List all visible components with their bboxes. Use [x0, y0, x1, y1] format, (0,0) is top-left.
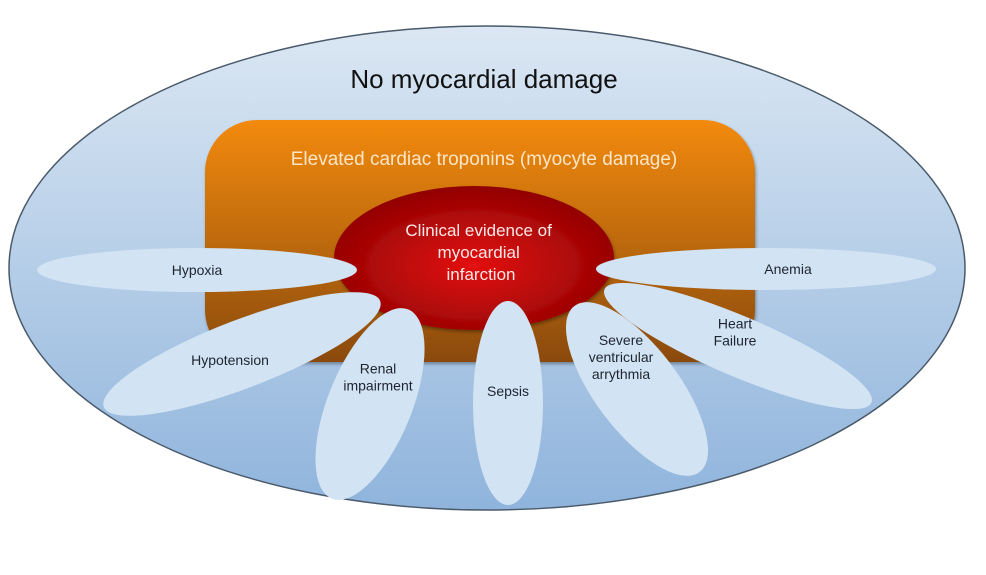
cause-label-line: Failure	[714, 333, 757, 349]
petal-heart-failure	[604, 282, 872, 410]
cause-label-line: Heart	[718, 316, 752, 332]
cause-anemia: Anemia	[596, 248, 936, 290]
petal-anemia	[596, 248, 936, 290]
middle-label: Elevated cardiac troponins (myocyte dama…	[291, 149, 678, 170]
center-label-line: infarction	[447, 265, 516, 284]
cause-label-line: Hypoxia	[172, 262, 223, 278]
cause-hypoxia: Hypoxia	[37, 248, 357, 292]
center-label-line: Clinical evidence of	[405, 221, 552, 240]
cause-label-line: ventricular	[589, 349, 654, 365]
cause-label-anemia: Anemia	[764, 261, 812, 277]
cause-label-line: Hypotension	[191, 352, 269, 368]
outer-label: No myocardial damage	[350, 64, 617, 94]
center-label: Clinical evidence of myocardial infarcti…	[405, 221, 556, 284]
cause-sepsis: Sepsis	[473, 301, 543, 505]
petal-hypotension	[103, 292, 381, 416]
cause-label-line: Severe	[599, 332, 644, 348]
petal-renal-impairment	[315, 308, 425, 500]
petal-severe-ventricular-arrythmia	[565, 302, 709, 476]
center-ellipse-myocardial-infarction: Clinical evidence of myocardial infarcti…	[334, 186, 614, 330]
petal-sepsis	[473, 301, 543, 505]
cause-label-sepsis: Sepsis	[487, 383, 529, 399]
petal-hypoxia	[37, 248, 357, 292]
cause-label-line: arrythmia	[592, 366, 651, 382]
cause-label-hypoxia: Hypoxia	[172, 262, 223, 278]
cause-label-line: impairment	[343, 378, 412, 394]
cause-hypotension: Hypotension	[103, 292, 381, 416]
cause-label-line: Sepsis	[487, 383, 529, 399]
center-label-line: myocardial	[438, 243, 520, 262]
cause-label-hypotension: Hypotension	[191, 352, 269, 368]
cause-label-line: Renal	[360, 361, 397, 377]
cause-label-line: Anemia	[764, 261, 812, 277]
